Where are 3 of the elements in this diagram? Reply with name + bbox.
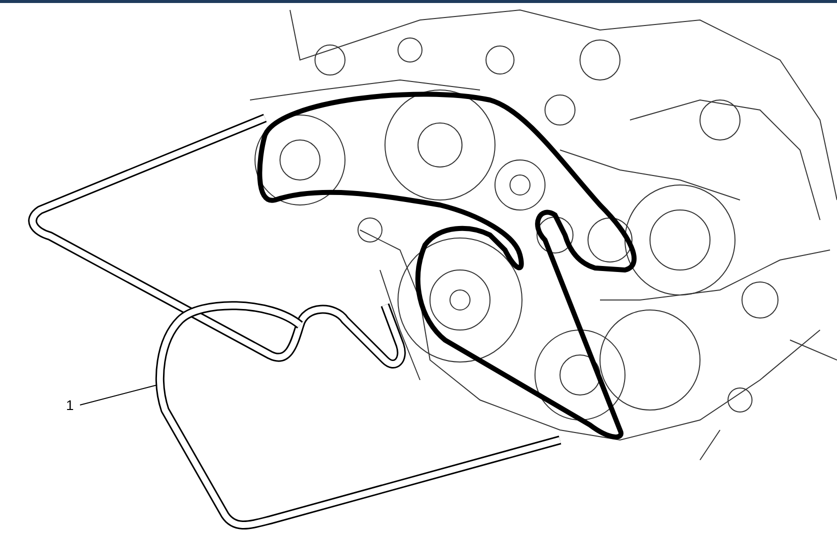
drive-belt-drawing xyxy=(28,114,562,530)
callout-number: 1 xyxy=(66,397,74,413)
leader-line xyxy=(80,384,158,406)
